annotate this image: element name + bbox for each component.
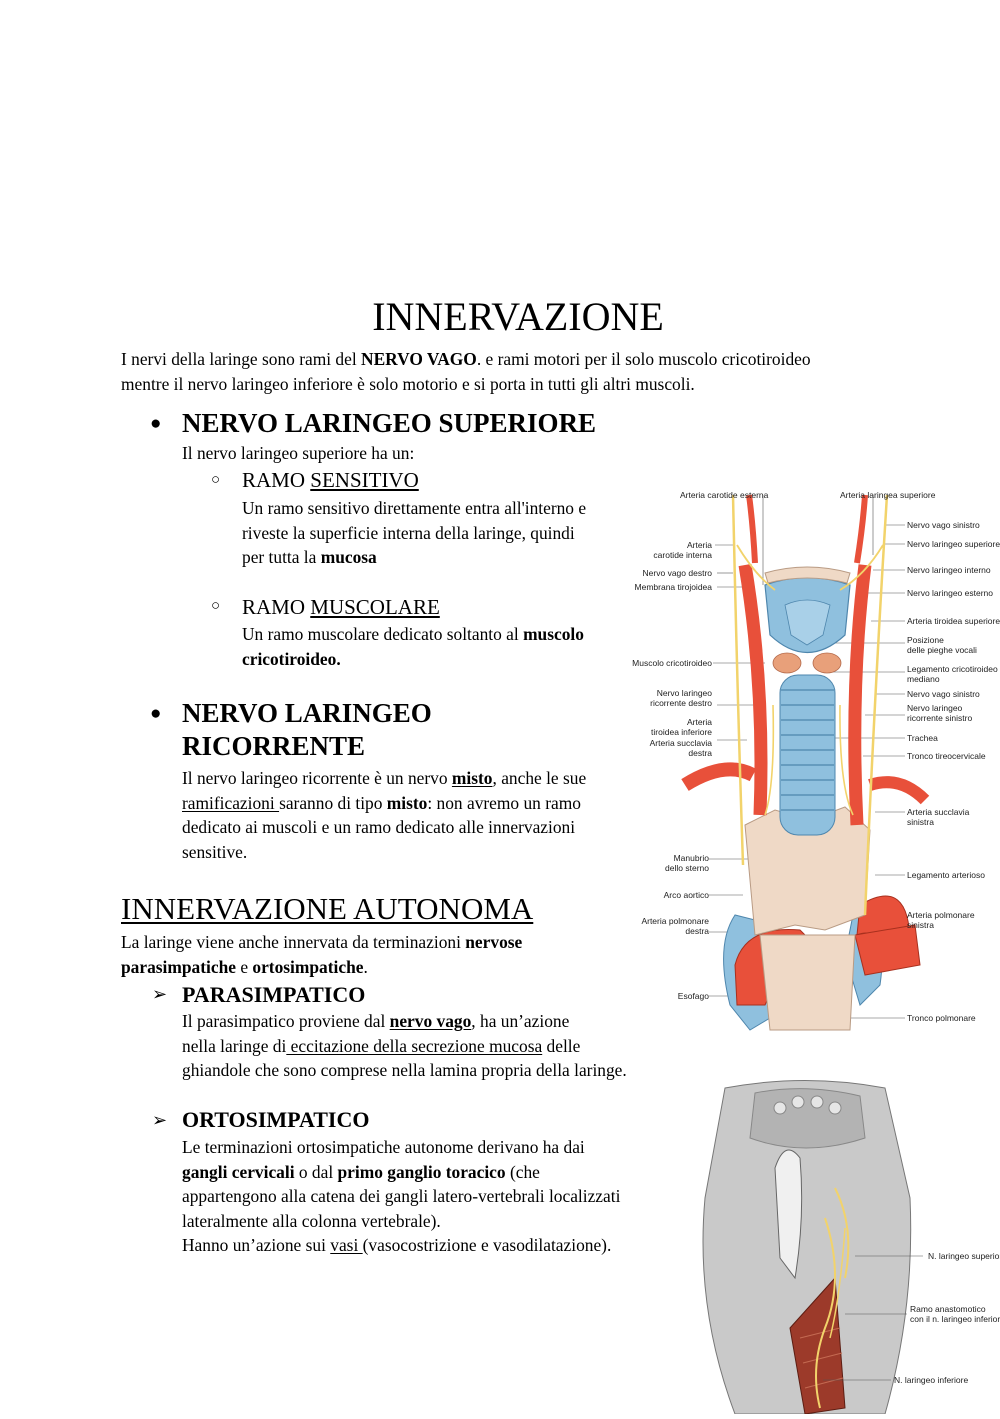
fig1-label: Posizione xyxy=(907,635,944,645)
fig1-label: Nervo laringeo xyxy=(907,703,963,713)
heading-ramo-sensitivo: RAMO SENSITIVO xyxy=(242,468,419,492)
figure-larynx-anterior: Arteria carotide esterna Arteria carotid… xyxy=(625,485,1000,1040)
fig1-label: Legamento arterioso xyxy=(907,870,985,880)
fig1-label: Trachea xyxy=(907,733,938,743)
fig1-label: destra xyxy=(685,926,709,936)
fig1-label: delle pieghe vocali xyxy=(907,645,977,655)
larynx-dissection-illustration xyxy=(702,1080,923,1415)
fig1-label: Muscolo cricotiroideo xyxy=(632,658,712,668)
heading-ramo-muscolare: RAMO MUSCOLARE xyxy=(242,595,440,619)
fig1-label: Manubrio xyxy=(673,853,709,863)
fig2-label: con il n. laringeo inferiore xyxy=(910,1314,1000,1324)
larynx-illustration xyxy=(681,494,930,1031)
superiore-intro: Il nervo laringeo superiore ha un: xyxy=(182,443,415,463)
fig1-label: Legamento cricotiroideo xyxy=(907,664,998,674)
fig1-label: Nervo vago sinistro xyxy=(907,689,980,699)
fig1-label: sinistra xyxy=(907,817,934,827)
fig1-label: Arteria polmonare xyxy=(907,910,975,920)
fig1-label: Nervo laringeo esterno xyxy=(907,588,993,598)
fig1-label: ricorrente sinistro xyxy=(907,713,973,723)
bullet-circle: ○ xyxy=(211,472,221,488)
heading-parasimpatico: PARASIMPATICO xyxy=(182,982,366,1007)
fig1-label: Arteria carotide esterna xyxy=(680,490,769,500)
fig1-label: Nervo laringeo superiore xyxy=(907,539,1000,549)
ricorrente-text: Il nervo laringeo ricorrente è un nervo … xyxy=(182,768,587,862)
heading-ricorrente: NERVO LARINGEO RICORRENTE xyxy=(182,698,432,761)
fig1-label: Arteria xyxy=(686,540,712,550)
fig1-label: Membrana tirojoidea xyxy=(634,582,712,592)
fig1-label: Arteria polmonare xyxy=(641,916,709,926)
page-title: INNERVAZIONE xyxy=(372,294,664,339)
bullet-circle: ○ xyxy=(211,598,221,614)
autonoma-text: La laringe viene anche innervata da term… xyxy=(121,932,523,977)
fig1-label: sinistra xyxy=(907,920,934,930)
fig1-label: Tronco tireocervicale xyxy=(907,751,986,761)
fig1-label: Arco aortico xyxy=(663,890,709,900)
fig1-label: tiroidea inferiore xyxy=(651,727,712,737)
heading-superiore: NERVO LARINGEO SUPERIORE xyxy=(182,408,597,438)
intro-paragraph: I nervi della laringe sono rami del NERV… xyxy=(121,349,811,394)
fig1-label: mediano xyxy=(907,674,940,684)
bullet-arrow: ➢ xyxy=(152,1110,168,1130)
heading-ortosimpatico: ORTOSIMPATICO xyxy=(182,1107,370,1132)
bullet-arrow: ➢ xyxy=(152,984,168,1004)
fig1-label: Tronco polmonare xyxy=(907,1013,976,1023)
fig1-label: Arteria xyxy=(686,717,712,727)
fig1-label: Arteria laringea superiore xyxy=(840,490,936,500)
fig1-label: Nervo laringeo interno xyxy=(907,565,991,575)
ortosimpatico-text: Le terminazioni ortosimpatiche autonome … xyxy=(182,1137,621,1255)
fig1-label: dello sterno xyxy=(665,863,709,873)
parasimpatico-text: Il parasimpatico proviene dal nervo vago… xyxy=(182,1011,627,1080)
fig2-label: Ramo anastomotico xyxy=(910,1304,986,1314)
fig1-label: Arteria succlavia xyxy=(649,738,712,748)
fig1-label: Nervo vago destro xyxy=(642,568,712,578)
muscolare-text: Un ramo muscolare dedicato soltanto al m… xyxy=(242,624,584,669)
heading-autonoma: INNERVAZIONE AUTONOMA xyxy=(121,891,534,926)
fig1-label: Nervo vago sinistro xyxy=(907,520,980,530)
figure-larynx-posterior: N. laringeo superiore Ramo anastomotico … xyxy=(695,1078,1000,1415)
fig1-label: destra xyxy=(688,748,712,758)
fig1-label: Arteria succlavia xyxy=(907,807,970,817)
fig1-label: Nervo laringeo xyxy=(656,688,712,698)
sensitivo-text: Un ramo sensitivo direttamente entra all… xyxy=(242,498,587,567)
fig1-label: Esofago xyxy=(677,991,709,1001)
fig1-label: carotide interna xyxy=(653,550,712,560)
fig2-label: N. laringeo superiore xyxy=(928,1251,1000,1261)
fig1-label: Arteria tiroidea superiore xyxy=(907,616,1000,626)
fig2-label: N. laringeo inferiore xyxy=(894,1375,969,1385)
bullet-dot: ● xyxy=(150,413,162,434)
bullet-dot: ● xyxy=(150,703,162,724)
fig1-label: ricorrente destro xyxy=(650,698,712,708)
